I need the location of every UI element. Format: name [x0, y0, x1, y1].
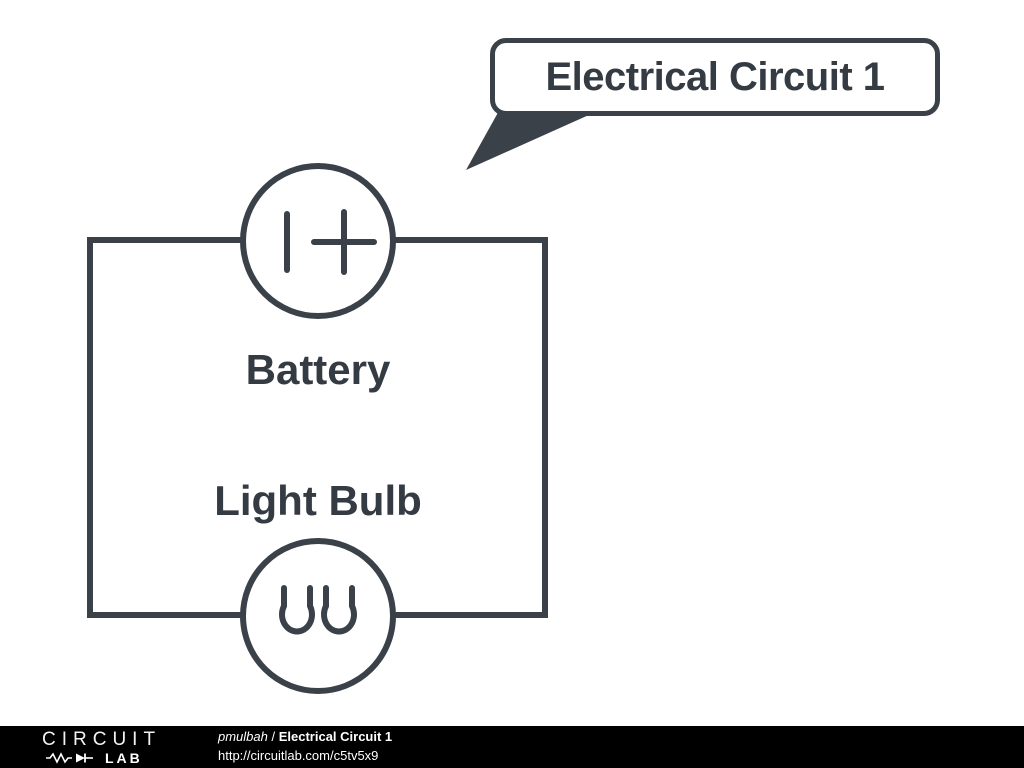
resistor-diode-icon — [46, 751, 93, 764]
circuitlab-logo[interactable]: CIRCUIT LAB — [42, 730, 174, 765]
battery-symbol — [240, 163, 396, 319]
circuitlab-logo-wordmark-bottom: LAB — [105, 749, 143, 766]
footer-bar: CIRCUIT LAB pmulbah / Electrical Circuit… — [0, 726, 1024, 768]
title-callout: Electrical Circuit 1 — [490, 38, 940, 116]
schematic-title: Electrical Circuit 1 — [278, 729, 393, 745]
filament-loop-right-icon — [321, 585, 357, 635]
circuit-diagram — [87, 100, 600, 694]
battery-label: Battery — [245, 346, 391, 393]
filament-loop-left-icon — [279, 585, 315, 635]
circuit-title: Electrical Circuit 1 — [545, 54, 885, 99]
author-name: pmulbah — [218, 729, 268, 745]
light-bulb-label: Light Bulb — [214, 477, 422, 524]
light-bulb-circle — [240, 538, 396, 694]
footer-meta: pmulbah / Electrical Circuit 1 http://ci… — [218, 728, 392, 766]
author-and-title-line: pmulbah / Electrical Circuit 1 — [218, 728, 392, 747]
callout-tail — [466, 100, 600, 170]
author-title-separator: / — [267, 729, 279, 745]
light-bulb-symbol — [240, 538, 396, 694]
circuitlab-logo-wordmark-top: CIRCUIT — [42, 728, 162, 750]
schematic-url-link[interactable]: http://circuitlab.com/c5tv5x9 — [218, 748, 379, 763]
